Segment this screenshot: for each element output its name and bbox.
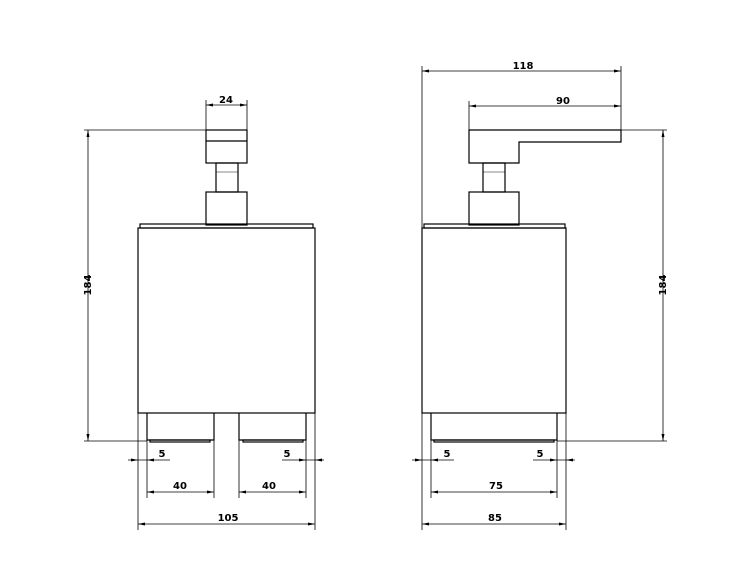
dim-label: 184 — [658, 275, 669, 296]
dimension-margins: 5 5 — [412, 413, 575, 530]
side-view: 118 90 184 5 5 — [412, 61, 669, 530]
dim-label: 118 — [513, 61, 534, 72]
dimension-total-depth: 118 — [421, 61, 622, 228]
front-view: 24 184 5 5 40 — [83, 95, 324, 530]
dimension-total-width: 85 — [422, 513, 566, 526]
dim-label: 40 — [262, 481, 276, 492]
dimension-height: 184 — [83, 129, 206, 442]
front-view-outline — [137, 129, 316, 443]
dim-label: 90 — [556, 96, 570, 107]
dim-label: 184 — [83, 275, 94, 296]
dimension-margins: 5 5 — [128, 413, 324, 530]
dim-label: 40 — [173, 481, 187, 492]
dim-label: 5 — [159, 449, 166, 460]
dimension-total-width: 105 — [138, 513, 315, 526]
dim-label: 105 — [218, 513, 239, 524]
dim-label: 85 — [488, 513, 502, 524]
side-view-outline — [421, 129, 622, 443]
dim-label: 75 — [489, 481, 503, 492]
dim-label: 5 — [537, 449, 544, 460]
dim-label: 5 — [444, 449, 451, 460]
dimension-feet: 40 40 — [147, 481, 306, 494]
dimension-height: 184 — [557, 129, 669, 442]
dimension-lever-length: 90 — [468, 96, 621, 130]
dimension-foot-width: 75 — [431, 481, 557, 494]
dim-label: 24 — [219, 95, 233, 106]
dimension-handle-width: 24 — [205, 95, 248, 130]
dim-label: 5 — [284, 449, 291, 460]
